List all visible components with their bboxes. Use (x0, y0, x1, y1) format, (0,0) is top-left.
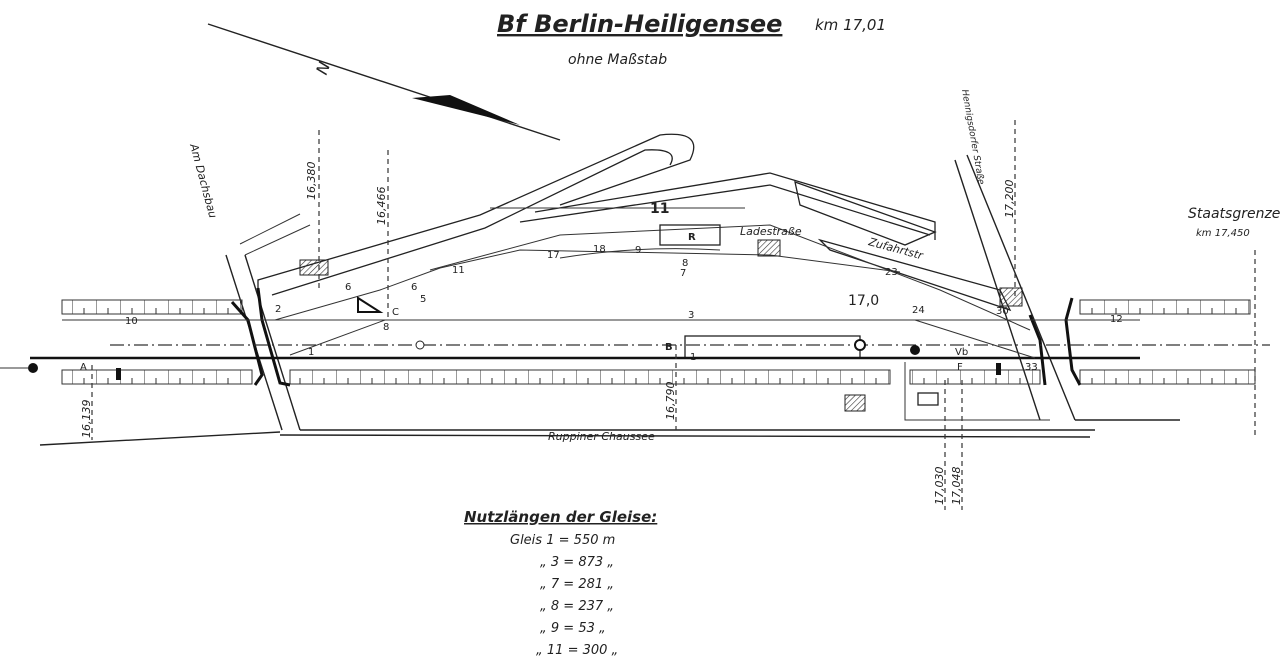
platform-west-upper (61, 299, 243, 315)
switch-17: 17 (547, 250, 560, 261)
km-17200: 17,200 (1003, 180, 1016, 219)
svg-text:N: N (312, 59, 334, 77)
platform-siding (794, 180, 937, 246)
street-hennigsdorfer: Hennigsdorfer Straße (959, 89, 986, 186)
switch-24: 24 (912, 305, 925, 316)
island-platform (684, 335, 861, 359)
street-am-dachsbau: Am Dachsbau (187, 141, 220, 219)
building-g (757, 239, 781, 257)
north-arrow-icon: N (207, 23, 561, 141)
building-station (844, 394, 866, 412)
km-170: 17,0 (848, 293, 879, 309)
embankment-north (534, 172, 936, 240)
lengths-row: „ 9 = 53 „ (540, 621, 606, 636)
signal-vb: Vb (955, 347, 968, 358)
bridge-west-1 (230, 301, 264, 386)
track-label-1: 1 (690, 352, 696, 363)
signal-f: F (957, 362, 963, 373)
track-zufahrt (429, 224, 1031, 331)
label-ladestrasse: Ladestraße (740, 225, 802, 238)
track-7 (274, 249, 901, 321)
border-km: km 17,450 (1196, 228, 1250, 239)
track-label-8: 8 (682, 258, 688, 269)
platform-east-lower (1079, 369, 1256, 385)
station-title: Bf Berlin-Heiligensee (497, 10, 782, 38)
signal-a: A (80, 362, 87, 373)
signal-b: B (665, 342, 673, 353)
signal-icon (28, 363, 38, 373)
signal-r: R (688, 232, 696, 243)
road-am-dachsbau (225, 213, 311, 431)
track-label-11: 11 (650, 201, 669, 217)
lengths-row: „ 3 = 873 „ (540, 555, 614, 570)
switch-11: 11 (452, 265, 465, 276)
km-16466: 16,466 (375, 187, 388, 226)
km-17030: 17,030 (933, 467, 946, 506)
track-label-7: 7 (680, 268, 686, 279)
switch-6b: 6 (411, 282, 417, 293)
track-label-10: 10 (125, 316, 138, 327)
building-r (659, 224, 721, 246)
lengths-table: Gleis 1 = 550 m „ 3 = 873 „ „ 7 = 281 „ … (510, 533, 618, 658)
switch-6a: 6 (345, 282, 351, 293)
km-16139: 16,139 (80, 400, 93, 439)
platform-west-lower (61, 369, 253, 385)
embankment-upper (257, 133, 695, 290)
signal-c: C (392, 307, 399, 318)
platform-east-upper (1079, 299, 1251, 315)
lengths-row: „ 11 = 300 „ (536, 643, 618, 658)
border-label: Staatsgrenze (1188, 206, 1280, 222)
street-ruppiner: Ruppiner Chaussee (548, 430, 655, 443)
building-hp (299, 259, 329, 276)
lengths-row: „ 8 = 237 „ (540, 599, 614, 614)
switch-23: 23 (885, 267, 898, 278)
platform-east (909, 369, 1041, 385)
marker-circle-icon (415, 340, 425, 350)
switch-33: 33 (1025, 362, 1038, 373)
switch-30: 30 (996, 306, 1009, 317)
switch-1: 1 (308, 347, 314, 358)
track-label-3: 3 (688, 310, 694, 321)
switch-18: 18 (593, 244, 606, 255)
lengths-heading: Nutzlängen der Gleise: (464, 508, 657, 526)
track-8 (559, 248, 721, 259)
scale-note: ohne Maßstab (568, 52, 667, 68)
switch-5: 5 (420, 294, 426, 305)
building-stw (999, 287, 1023, 307)
switch-8: 8 (383, 322, 389, 333)
track-label-12: 12 (1110, 314, 1123, 325)
track-label-9: 9 (635, 245, 641, 256)
station-km: km 17,01 (815, 16, 886, 34)
km-17048: 17,048 (950, 467, 963, 506)
lengths-row: Gleis 1 = 550 m (510, 533, 615, 548)
platform-main (289, 369, 891, 385)
km-16790: 16,790 (664, 382, 677, 421)
signal-vb-icon (910, 345, 920, 355)
switch-2: 2 (275, 304, 281, 315)
lengths-row: „ 7 = 281 „ (540, 577, 614, 592)
km-16380: 16,380 (305, 162, 318, 201)
